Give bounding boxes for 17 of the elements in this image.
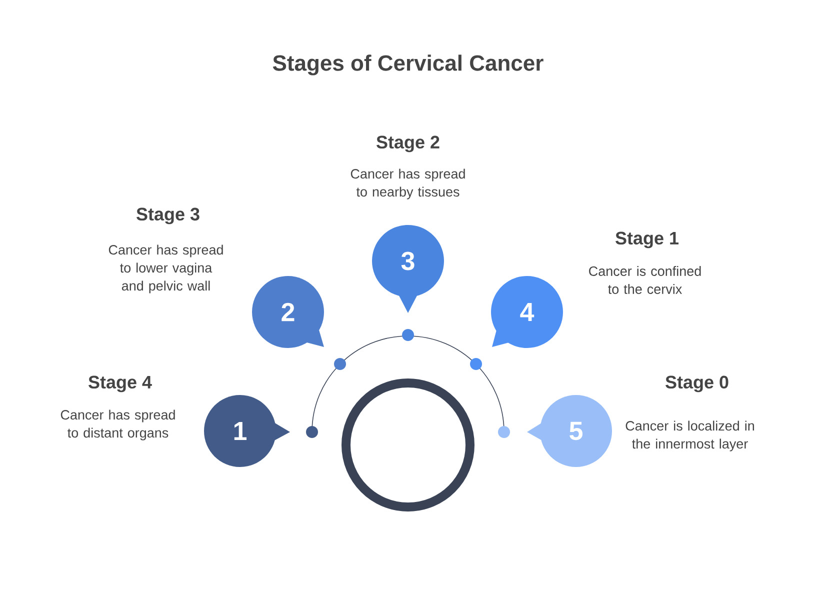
stage-heading: Stage 2: [376, 136, 440, 152]
stage-heading: Stage 0: [666, 376, 728, 392]
stage-heading: Stage 1: [616, 232, 679, 248]
stage-description: Cancer has spread to nearby tissues: [350, 168, 465, 200]
stage-heading: Stage 3: [136, 208, 200, 224]
speech-bubble: 1: [204, 395, 290, 467]
stage-description: Cancer is localized in the innermost layer: [626, 420, 754, 452]
ring-circle: [342, 378, 474, 512]
stage-description: Cancer has spread to distant organs: [60, 410, 175, 440]
speech-bubble: 5: [527, 395, 612, 467]
stage-description: Cancer is confined to the cervix: [589, 266, 701, 294]
speech-bubble: 3: [372, 225, 444, 313]
title: Stages of Cervical Cancer: [272, 54, 544, 76]
stage-description: Cancer has spread to lower vagina and pelvic wall: [108, 244, 223, 294]
speech-bubble: 4: [491, 276, 563, 348]
stage-heading: Stage 4: [88, 376, 152, 392]
speech-bubble: 2: [252, 276, 324, 348]
